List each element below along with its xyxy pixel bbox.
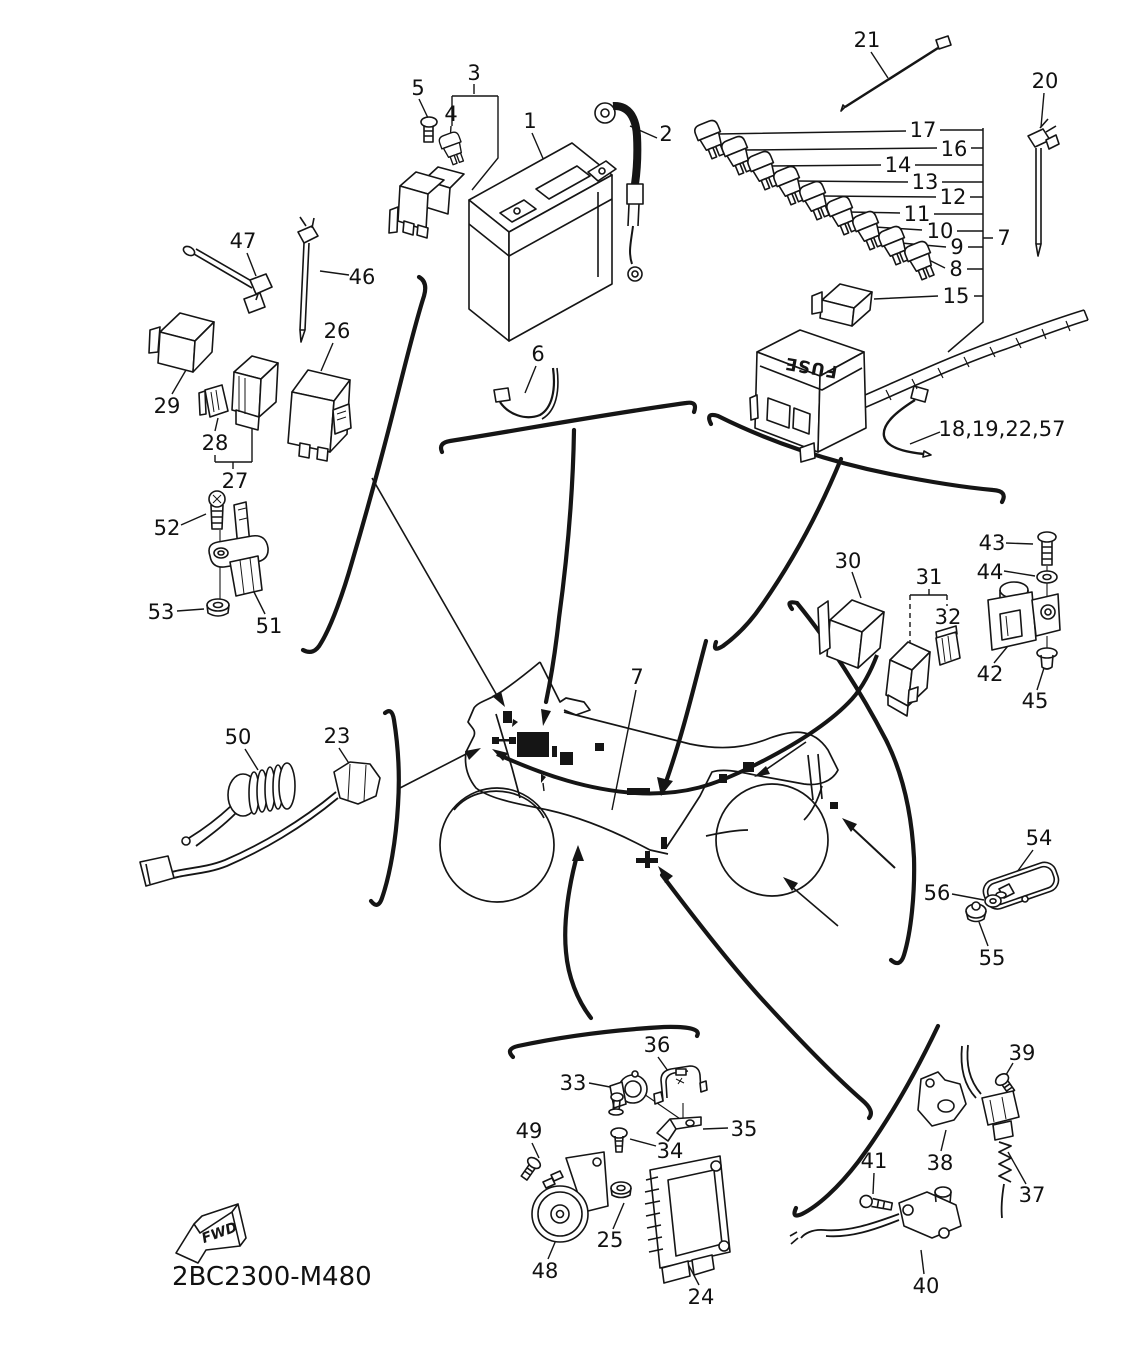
harness-connector-blocks [492,711,838,868]
wire-harness [857,309,1089,409]
starter-relay [388,166,465,239]
nut-25 [610,1181,632,1199]
battery [468,142,617,342]
harness-on-bike [492,654,879,796]
cable-tie-18 [882,385,932,458]
relay-15 [811,283,873,327]
switch-40 [789,1186,962,1245]
sensor-23 [139,761,381,887]
fuse-box: FUSE [749,329,867,463]
connector-32 [935,625,961,666]
bolt-5 [420,116,438,143]
relay-27 [231,355,279,431]
cable-tie-46 [297,216,319,343]
blade-fuses [692,117,940,283]
screw-49 [520,1156,542,1181]
sensor-51 [208,501,269,597]
relay-29 [148,312,215,373]
reflector-54 [982,861,1060,910]
cable-tie-21 [840,35,952,112]
bracket-35 [656,1116,702,1142]
fuse-callout-bracket [717,128,993,353]
grommet-45 [1036,647,1058,670]
horn-48 [531,1151,609,1243]
screw-52 [208,490,226,530]
relay-31 [885,641,931,717]
rectifier-24 [644,1155,731,1284]
screw-39 [994,1073,1016,1096]
bulb-socket-50 [181,762,296,847]
sidestand-switch-37 [960,1044,1020,1219]
cable-tie-20 [1027,118,1060,257]
washer-44 [1036,570,1058,584]
cable-tie-47 [182,245,273,314]
battery-cable [594,102,644,282]
connector-28 [198,384,229,418]
fuse-4 [437,130,469,168]
flasher-relay-26 [287,369,352,462]
clamp-33 [608,1070,648,1116]
section-dividers [300,274,1006,1218]
clamp-36 [653,1065,708,1105]
cable-tie-6 [493,367,559,420]
relay-30 [817,599,885,669]
bracket-38 [917,1071,967,1127]
nut-55 [965,901,987,923]
fwd-marker: FWD [175,1203,247,1264]
washer-56 [984,894,1002,908]
screw-43 [1037,531,1057,566]
bolt-34 [610,1127,628,1153]
nut-53 [206,598,230,617]
drawing-code: 2BC2300-M480 [172,1262,372,1292]
switch-42 [987,581,1061,651]
screw-41 [859,1194,894,1211]
pointer-arrows [371,477,896,927]
